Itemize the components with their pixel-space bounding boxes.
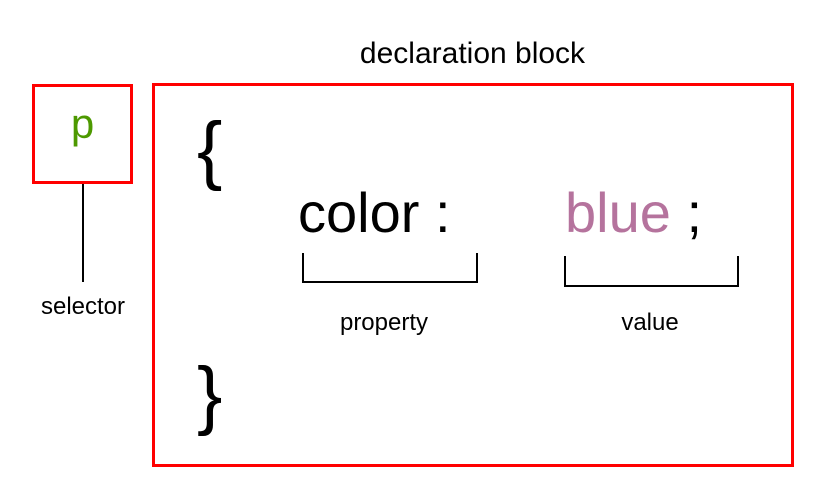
value-bracket bbox=[564, 256, 739, 287]
property-name: color bbox=[298, 181, 420, 244]
property-bracket bbox=[302, 253, 478, 283]
value-declaration: blue ; bbox=[565, 182, 735, 244]
value-label: value bbox=[621, 309, 679, 336]
declaration-block-box bbox=[152, 83, 794, 467]
open-brace: { bbox=[197, 107, 223, 192]
declaration-block-title: declaration block bbox=[359, 37, 586, 70]
selector-connector-line bbox=[82, 184, 84, 282]
value-terminator: ; bbox=[686, 181, 702, 244]
property-declaration: color : bbox=[298, 182, 488, 244]
selector-label: selector bbox=[40, 293, 126, 320]
value-name: blue bbox=[565, 181, 671, 244]
property-label: property bbox=[339, 309, 429, 336]
close-brace: } bbox=[197, 352, 223, 437]
selector-box bbox=[32, 84, 133, 184]
selector-text: p bbox=[70, 100, 95, 147]
property-separator: : bbox=[434, 181, 451, 244]
